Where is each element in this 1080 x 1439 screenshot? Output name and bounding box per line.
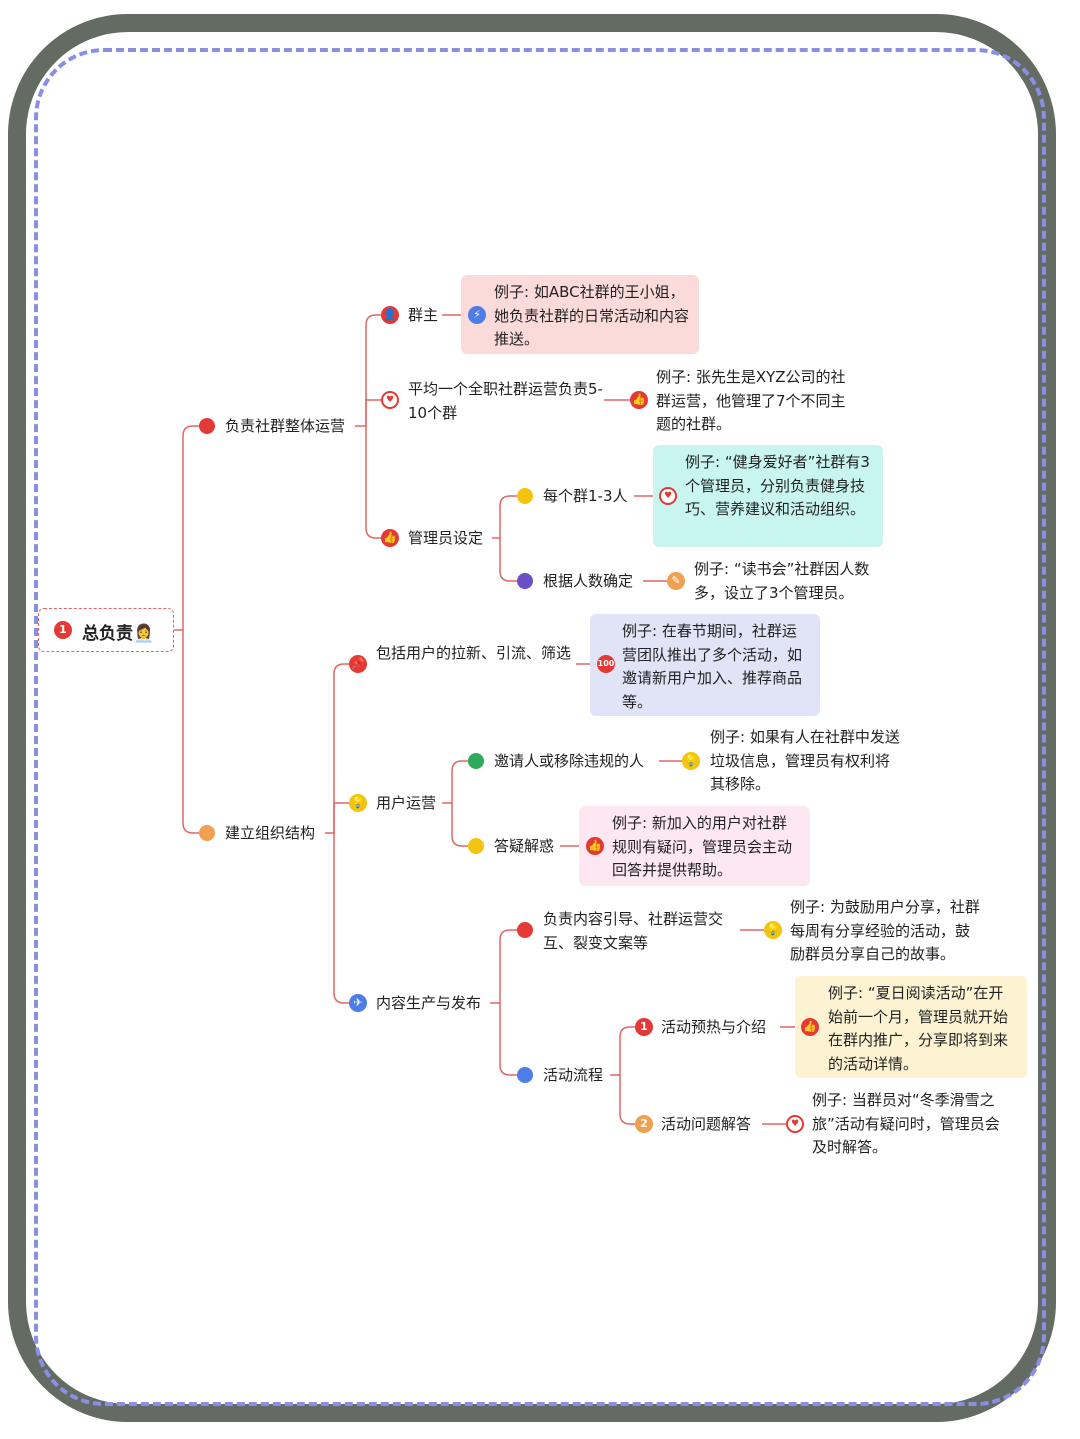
root-title-text: 总负责 [82,624,133,644]
lightning-icon-overlay: ⚡ [468,306,486,324]
node-activity-warmup: 活动预热与介绍 [661,1018,767,1036]
node-answer-questions: 答疑解惑 [494,837,555,855]
heart-icon: ♥ [786,1115,804,1133]
pencil-icon: ✎ [667,572,685,590]
branch-overall-operation: 负责社群整体运营 [225,417,346,435]
thumbs-up-icon: 👍 [586,837,604,855]
root-title: 总负责👩‍💼 [82,619,154,644]
branch-org-structure: 建立组织结构 [225,824,316,842]
example-activity-warmup-text: 例子: “夏日阅读活动”在开始前一个月，管理员就开始在群内推广，分享即将到来的活… [828,984,1009,1073]
example-by-member-count-text: 例子: “读书会”社群因人数多，设立了3个管理员。 [694,560,870,602]
person-emoji-icon: 👩‍💼 [133,624,155,644]
blue-dot-icon [517,1067,533,1083]
green-dot-icon [468,753,484,769]
node-group-owner: 群主 [408,306,439,324]
example-invite-remove-text: 例子: 如果有人在社群中发送垃圾信息，管理员有权利将其移除。 [710,728,900,793]
example-admins-per-group: 例子: “健身爱好者”社群有3个管理员，分别负责健身技巧、营养建议和活动组织。 [653,445,883,547]
number-one-icon: 1 [635,1018,653,1036]
thumbs-up-icon: 👍 [801,1018,819,1036]
node-content-guidance: 负责内容引导、社群运营交互、裂变文案等 [543,910,724,952]
heart-icon: ♥ [659,487,677,505]
example-answer-questions: 例子: 新加入的用户对社群规则有疑问，管理员会主动回答并提供帮助。 [579,806,810,886]
node-activity-flow: 活动流程 [543,1066,604,1084]
example-activity-qa: 例子: 当群员对“冬季滑雪之旅”活动有疑问时，管理员会及时解答。 [802,1089,1018,1160]
example-invite-remove: 例子: 如果有人在社群中发送垃圾信息，管理员有权利将其移除。 [700,726,912,797]
root-node [38,608,174,652]
node-user-acquisition: 包括用户的拉新、引流、筛选 [376,644,572,662]
number-two-icon: 2 [635,1115,653,1133]
example-groups-per-operator-text: 例子: 张先生是XYZ公司的社群运营，他管理了7个不同主题的社群。 [656,368,846,433]
node-admins-per-group: 每个群1-3人 [543,487,628,505]
example-activity-qa-text: 例子: 当群员对“冬季滑雪之旅”活动有疑问时，管理员会及时解答。 [812,1091,1000,1156]
thumbs-up-icon: 👍 [630,391,648,409]
node-groups-per-operator: 平均一个全职社群运营负责5-10个群 [408,380,603,422]
lightbulb-icon: 💡 [349,794,367,812]
example-content-guidance: 例子: 为鼓励用户分享，社群每周有分享经验的活动，鼓励群员分享自己的故事。 [780,896,990,967]
user-icon: 👤 [381,306,399,324]
airplane-icon: ✈ [349,994,367,1012]
example-by-member-count: 例子: “读书会”社群因人数多，设立了3个管理员。 [684,558,884,605]
node-admin-setup: 管理员设定 [408,529,484,547]
example-group-owner-text: 例子: 如ABC社群的王小姐，她负责社群的日常活动和内容推送。 [494,283,690,348]
example-content-guidance-text: 例子: 为鼓励用户分享，社群每周有分享经验的活动，鼓励群员分享自己的故事。 [790,898,980,963]
number-one-icon: 1 [54,621,72,639]
yellow-dot-icon [468,838,484,854]
node-user-operation: 用户运营 [376,794,437,812]
red-dot-icon [517,922,533,938]
heart-icon: ♥ [381,391,399,409]
thumbs-up-icon: 👍 [381,529,399,547]
node-content-production: 内容生产与发布 [376,994,482,1012]
dashed-border [34,48,1046,1406]
example-group-owner: 例子: 如ABC社群的王小姐，她负责社群的日常活动和内容推送。 [461,275,699,354]
node-activity-qa: 活动问题解答 [661,1115,752,1133]
example-user-acquisition-text: 例子: 在春节期间，社群运营团队推出了多个活动，如邀请新用户加入、推荐商品等。 [622,622,803,711]
red-dot-icon [199,418,215,434]
lightbulb-icon: 💡 [764,921,782,939]
hundred-points-icon: 100 [597,655,615,673]
example-admins-per-group-text: 例子: “健身爱好者”社群有3个管理员，分别负责健身技巧、营养建议和活动组织。 [685,453,870,518]
node-by-member-count: 根据人数确定 [543,572,634,590]
example-groups-per-operator: 例子: 张先生是XYZ公司的社群运营，他管理了7个不同主题的社群。 [646,366,864,437]
yellow-dot-icon [517,488,533,504]
example-user-acquisition: 例子: 在春节期间，社群运营团队推出了多个活动，如邀请新用户加入、推荐商品等。 [590,614,820,716]
lightbulb-icon: 💡 [682,752,700,770]
purple-dot-icon [517,573,533,589]
example-activity-warmup: 例子: “夏日阅读活动”在开始前一个月，管理员就开始在群内推广，分享即将到来的活… [795,976,1027,1078]
orange-dot-icon [199,825,215,841]
node-invite-remove: 邀请人或移除违规的人 [494,752,645,770]
example-answer-questions-text: 例子: 新加入的用户对社群规则有疑问，管理员会主动回答并提供帮助。 [612,814,793,879]
pin-icon: 📌 [349,655,367,673]
